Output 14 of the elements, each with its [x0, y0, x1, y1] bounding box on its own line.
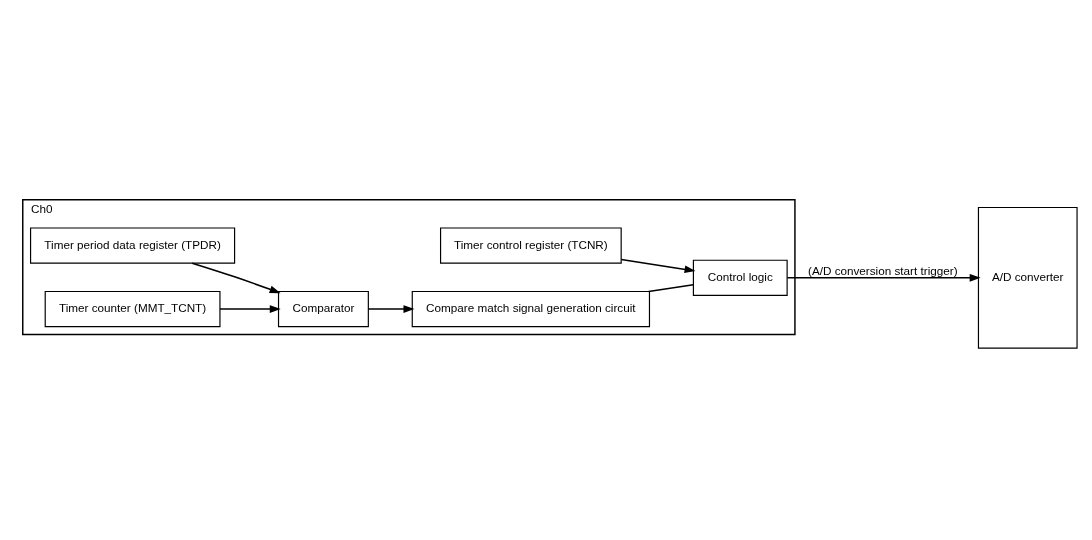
arrow [620, 258, 696, 274]
node-box: Compare match signal generation circuit [411, 290, 651, 328]
node-box: Comparator [277, 290, 369, 328]
arrow [219, 305, 281, 313]
arrow [367, 305, 415, 313]
node-box: Timer control register (TCNR) [440, 227, 622, 264]
node-box: A/D converter [977, 206, 1078, 349]
node-box: Control logic [692, 259, 788, 296]
arrow [191, 262, 281, 294]
edge-label: (A/D conversion start trigger) [807, 263, 958, 277]
node-box: Timer counter (MMT_TCNT) [44, 290, 221, 328]
node-box: Timer period data register (TPDR) [30, 227, 236, 264]
connector [647, 283, 695, 293]
arrow [786, 274, 981, 282]
